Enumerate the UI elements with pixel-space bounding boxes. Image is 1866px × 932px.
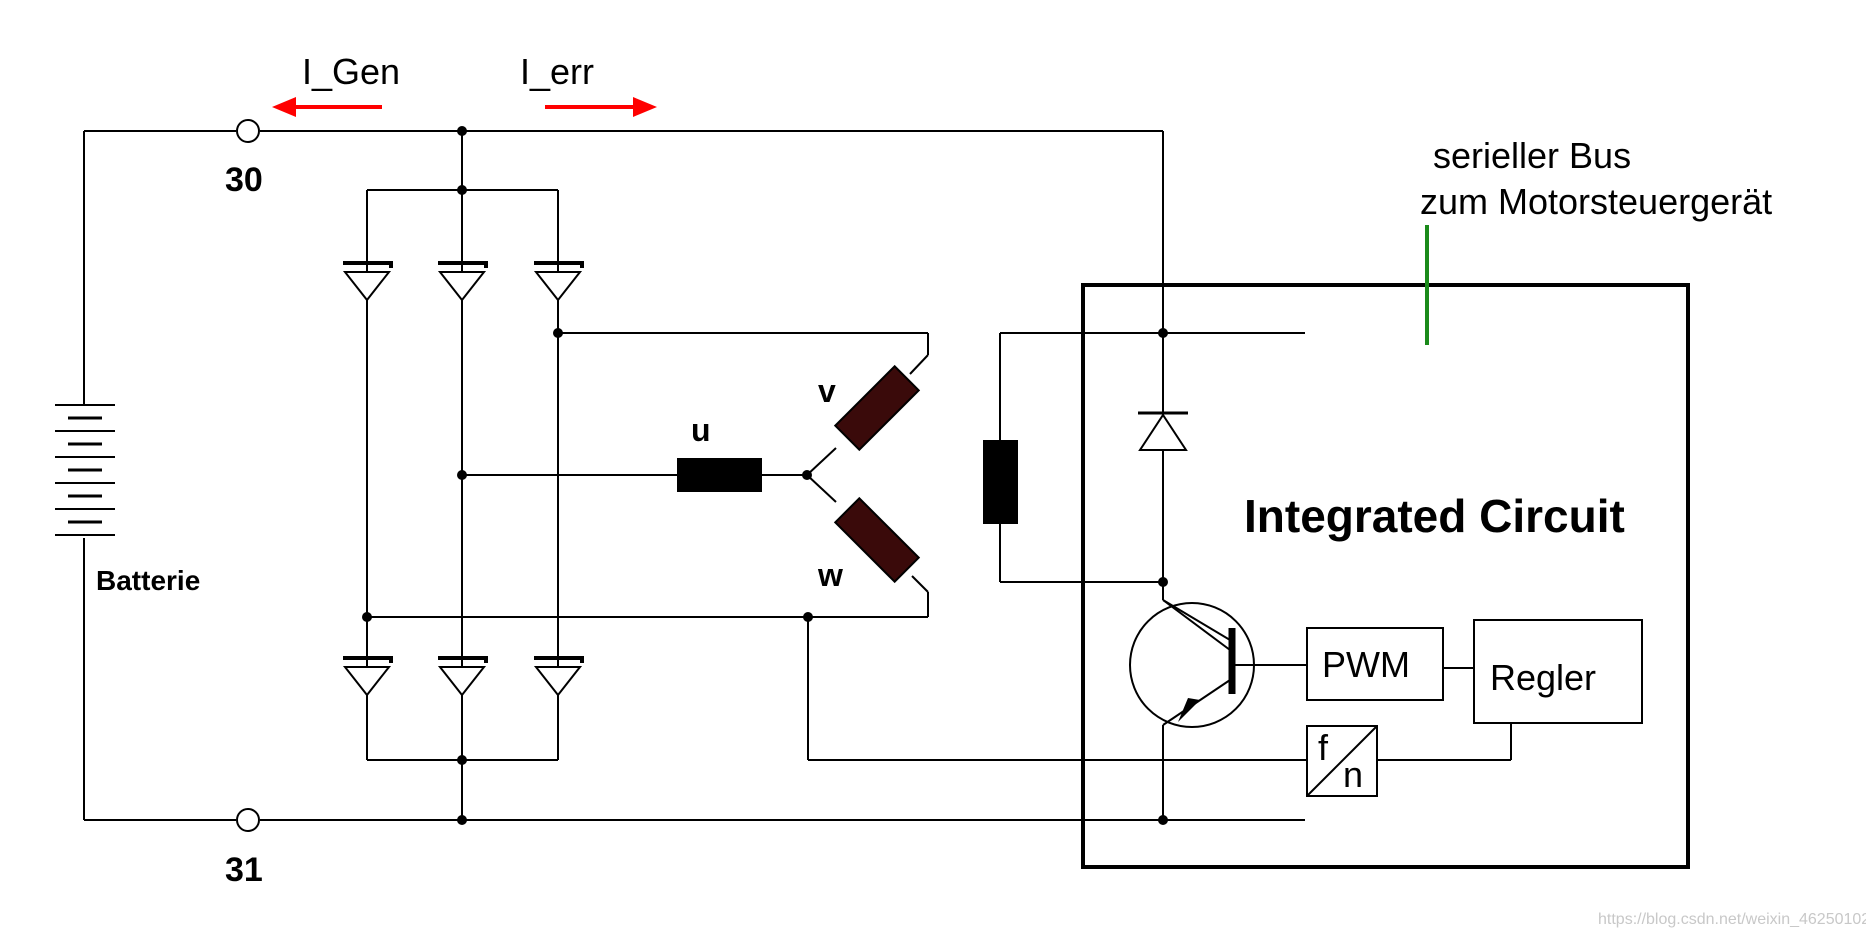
label-pwm: PWM (1322, 644, 1410, 685)
diode-upper-3 (532, 248, 584, 312)
excitation-winding (983, 440, 1018, 524)
label-fn-n: n (1343, 754, 1363, 795)
label-terminal-30: 30 (225, 161, 263, 199)
regler-box (1473, 619, 1643, 724)
winding-w (833, 496, 921, 584)
wiring (83, 130, 1512, 821)
label-phase-u: u (691, 412, 711, 448)
label-phase-v: v (818, 373, 836, 409)
junction-dots (362, 126, 1168, 825)
ic-title: Integrated Circuit (1244, 490, 1625, 542)
pwm-box (1306, 627, 1444, 701)
label-battery: Batterie (96, 565, 200, 596)
diode-upper-1 (341, 248, 393, 312)
label-serial-bus: serieller Bus (1433, 135, 1631, 176)
transistor (1129, 602, 1255, 728)
label-to-ecu: zum Motorsteuergerät (1420, 181, 1772, 222)
winding-u (677, 458, 762, 492)
label-i-gen: I_Gen (302, 51, 400, 92)
diode-lower-1 (341, 643, 393, 707)
battery-symbol (55, 404, 115, 536)
label-phase-w: w (817, 557, 843, 593)
terminal-31 (236, 808, 260, 832)
diode-upper-2 (436, 248, 488, 312)
diode-ic (1138, 411, 1188, 451)
terminal-30 (236, 119, 260, 143)
label-terminal-31: 31 (225, 851, 263, 889)
winding-v (833, 364, 921, 452)
transistor-emitter-arrow (1178, 698, 1200, 722)
label-i-err: I_err (520, 51, 594, 92)
arrow-i-err (545, 97, 657, 117)
watermark: https://blog.csdn.net/weixin_46250102 (1598, 911, 1866, 928)
diode-lower-2 (436, 643, 488, 707)
label-fn-f: f (1318, 727, 1329, 768)
arrow-i-gen (272, 97, 382, 117)
diode-lower-3 (532, 643, 584, 707)
fn-diagonal (1306, 725, 1378, 797)
ic-box (1081, 283, 1690, 869)
label-regler: Regler (1490, 657, 1596, 698)
